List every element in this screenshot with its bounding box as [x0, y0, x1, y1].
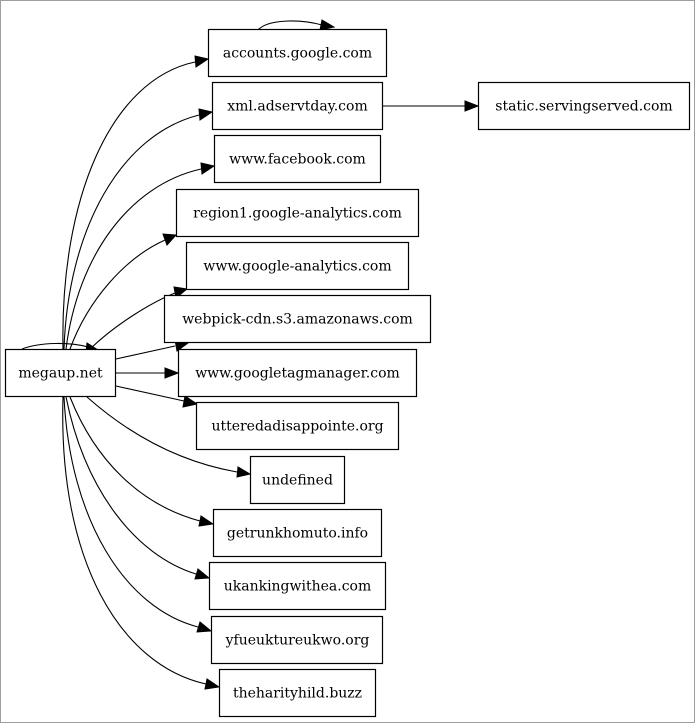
edge-megaup-ukankingwithea	[65, 396, 197, 575]
node-label: megaup.net	[18, 366, 103, 382]
node-yfueuktureukwo: yfueuktureukwo.org	[210, 615, 384, 665]
arrowhead-megaup-accounts-google	[194, 55, 210, 68]
edge-megaup-theharityhild	[62, 396, 207, 685]
arrowhead-megaup-getrunkhomuto	[198, 515, 215, 527]
node-label: webpick-cdn.s3.amazonaws.com	[182, 312, 413, 328]
arrowhead-megaup-xml-adservtday	[198, 108, 214, 121]
arrowhead-megaup-ukankingwithea	[194, 568, 211, 580]
node-ukankingwithea: ukankingwithea.com	[208, 561, 387, 611]
node-webpick-cdn: webpick-cdn.s3.amazonaws.com	[163, 294, 432, 344]
node-label: theharityhild.buzz	[233, 686, 362, 702]
node-label: getrunkhomuto.info	[227, 526, 368, 542]
edge-megaup-self	[21, 342, 89, 350]
node-theharityhild: theharityhild.buzz	[218, 668, 377, 718]
arrowhead-megaup-theharityhild	[204, 678, 221, 690]
node-region1-ga: region1.google-analytics.com	[175, 188, 420, 238]
arrowhead-accounts-google-self	[319, 19, 336, 31]
arrowhead-megaup-region1-ga	[162, 233, 178, 246]
node-label: accounts.google.com	[223, 46, 372, 62]
edge-megaup-accounts-google	[62, 61, 196, 350]
node-label: region1.google-analytics.com	[193, 206, 402, 222]
edge-megaup-getrunkhomuto	[69, 396, 201, 522]
node-label: www.facebook.com	[229, 152, 366, 168]
edge-megaup-utteredadisappointe	[115, 385, 185, 402]
edge-megaup-xml-adservtday	[63, 114, 200, 350]
node-megaup: megaup.net	[4, 348, 117, 398]
node-static-servingserved: static.servingserved.com	[477, 81, 691, 131]
edge-megaup-region1-ga	[69, 239, 166, 350]
arrowhead-megaup-yfueuktureukwo	[196, 621, 213, 633]
edge-megaup-webpick-cdn	[115, 345, 176, 360]
edge-megaup-yfueuktureukwo	[63, 396, 199, 628]
nodes: megaup.net accounts.google.com xml.adser…	[4, 28, 691, 718]
node-utteredadisappointe: utteredadisappointe.org	[195, 401, 400, 451]
node-label: undefined	[262, 473, 333, 489]
node-label: ukankingwithea.com	[224, 579, 372, 595]
node-accounts-google: accounts.google.com	[207, 28, 388, 78]
node-undefined: undefined	[249, 455, 346, 505]
edges	[21, 19, 480, 690]
arrowhead-megaup-undefined	[236, 466, 252, 478]
node-label: utteredadisappointe.org	[211, 419, 383, 435]
node-getrunkhomuto: getrunkhomuto.info	[212, 508, 383, 558]
node-xml-adservtday: xml.adservtday.com	[211, 81, 384, 131]
edge-megaup-www-facebook	[65, 168, 202, 350]
arrowhead-xml-adservtday-static-servingserved	[464, 100, 480, 112]
node-www-gtm: www.googletagmanager.com	[177, 348, 418, 398]
node-www-facebook: www.facebook.com	[213, 134, 382, 184]
node-www-ga: www.google-analytics.com	[185, 241, 410, 291]
node-label: www.google-analytics.com	[203, 259, 391, 275]
arrowhead-megaup-www-gtm	[164, 367, 180, 379]
node-label: xml.adservtday.com	[227, 99, 367, 115]
arrowhead-megaup-www-facebook	[200, 162, 216, 175]
arrowhead-megaup-utteredadisappointe	[182, 395, 199, 408]
edge-megaup-www-ga	[89, 292, 176, 350]
node-label: yfueuktureukwo.org	[225, 633, 370, 649]
node-label: www.googletagmanager.com	[195, 366, 400, 382]
edge-megaup-undefined	[86, 396, 238, 473]
node-label: static.servingserved.com	[495, 99, 672, 115]
edge-accounts-google-self	[257, 20, 323, 31]
